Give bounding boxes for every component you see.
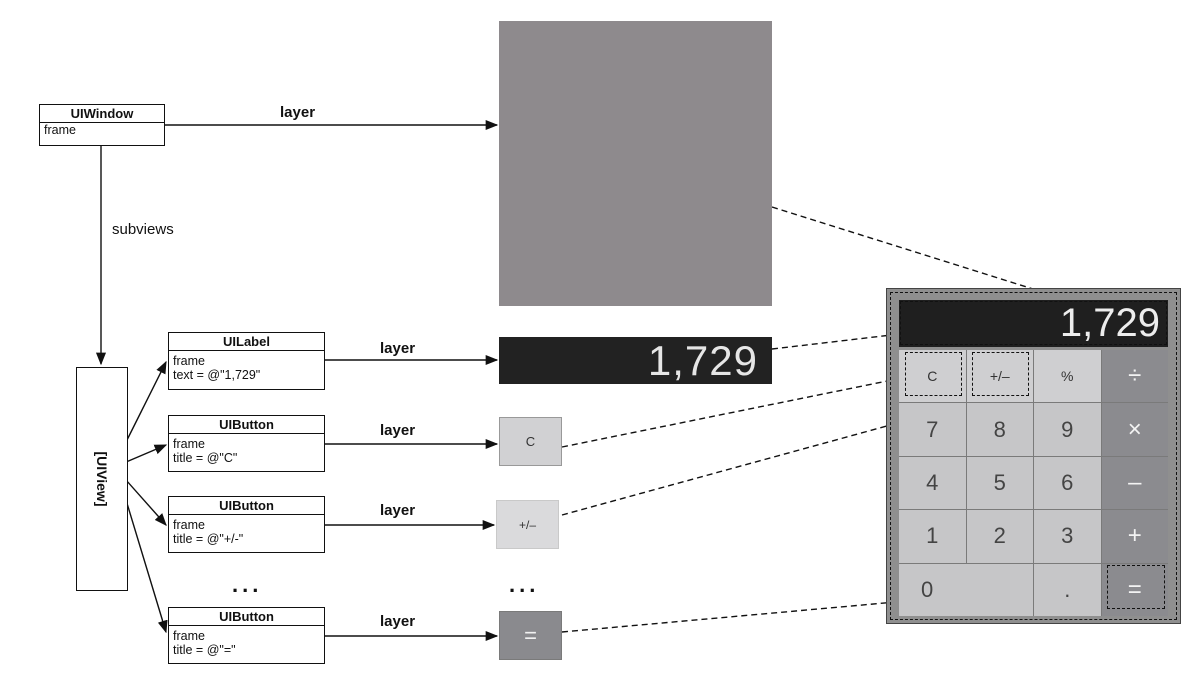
- key-9[interactable]: 9: [1034, 403, 1101, 456]
- label-layer-label: layer: [380, 340, 416, 357]
- key-minus[interactable]: –: [1101, 456, 1168, 510]
- key-3[interactable]: 3: [1034, 510, 1101, 563]
- key-1[interactable]: 1: [899, 510, 966, 563]
- uibutton-eq-title: UIButton: [169, 608, 324, 626]
- key-0[interactable]: 0: [899, 563, 1033, 616]
- uibutton-c-title: UIButton: [169, 416, 324, 434]
- subviews-label: subviews: [112, 221, 174, 238]
- calculator-display: 1,729: [899, 300, 1168, 347]
- key-plus-minus[interactable]: +/–: [966, 350, 1033, 403]
- key-7[interactable]: 7: [899, 403, 966, 456]
- uilabel-box: UILabel frame text = @"1,729": [168, 332, 325, 390]
- key-plus[interactable]: +: [1101, 510, 1168, 563]
- dashed-label-to-display: [771, 333, 901, 350]
- key-decimal[interactable]: .: [1034, 563, 1101, 616]
- key-clear[interactable]: C: [899, 350, 966, 403]
- arrow-view-to-button-c: [125, 444, 168, 463]
- dashed-pm-to-key-pm: [561, 394, 1001, 516]
- uibutton-c-box: UIButton frame title = @"C": [168, 415, 325, 472]
- dashed-c-to-key-c: [561, 376, 908, 448]
- uibutton-pm-box: UIButton frame title = @"+/-": [168, 496, 325, 553]
- uibutton-eq-box: UIButton frame title = @"=": [168, 607, 325, 664]
- uibutton-pm-title: UIButton: [169, 497, 324, 515]
- key-percent[interactable]: %: [1034, 350, 1101, 403]
- key-8[interactable]: 8: [966, 403, 1033, 456]
- key-2[interactable]: 2: [966, 510, 1033, 563]
- key-5[interactable]: 5: [966, 456, 1033, 510]
- eq-layer-label: layer: [380, 613, 416, 630]
- c-layer-label: layer: [380, 422, 416, 439]
- uibutton-c-prop-frame: frame: [173, 437, 205, 451]
- key-equals[interactable]: =: [1101, 563, 1168, 616]
- uilabel-prop-text: text = @"1,729": [173, 368, 261, 382]
- uibutton-c-prop-title: title = @"C": [173, 451, 238, 465]
- button-eq-layer-rect: =: [499, 611, 562, 660]
- arrow-view-to-label: [125, 360, 167, 443]
- pm-layer-label: layer: [380, 502, 416, 519]
- objects-ellipsis: ...: [232, 572, 263, 597]
- layers-ellipsis: ...: [509, 572, 540, 597]
- window-layer-rect: [499, 21, 772, 306]
- uiwindow-prop-frame: frame: [44, 123, 76, 137]
- arrow-view-to-button-pm: [125, 479, 167, 526]
- uiview-title: [UIView]: [94, 451, 110, 507]
- label-layer-rect: 1,729: [499, 337, 772, 384]
- window-layer-label: layer: [280, 104, 316, 121]
- uibutton-pm-prop-title: title = @"+/-": [173, 532, 244, 546]
- key-divide[interactable]: ÷: [1101, 350, 1168, 403]
- key-6[interactable]: 6: [1034, 456, 1101, 510]
- arrow-view-to-button-eq: [125, 499, 168, 634]
- button-pm-layer-rect: +/–: [496, 500, 559, 549]
- uilabel-title: UILabel: [169, 333, 324, 351]
- button-c-layer-rect: C: [499, 417, 562, 466]
- key-4[interactable]: 4: [899, 456, 966, 510]
- uiview-box: [UIView]: [76, 367, 128, 591]
- uiwindow-box: UIWindow frame: [39, 104, 165, 146]
- dashed-window-to-calculator: [771, 206, 1034, 290]
- uilabel-prop-frame: frame: [173, 354, 205, 368]
- uibutton-eq-prop-frame: frame: [173, 629, 205, 643]
- uiwindow-title: UIWindow: [40, 105, 164, 123]
- key-multiply[interactable]: ×: [1101, 403, 1168, 456]
- uibutton-pm-prop-frame: frame: [173, 518, 205, 532]
- uibutton-eq-prop-title: title = @"=": [173, 643, 236, 657]
